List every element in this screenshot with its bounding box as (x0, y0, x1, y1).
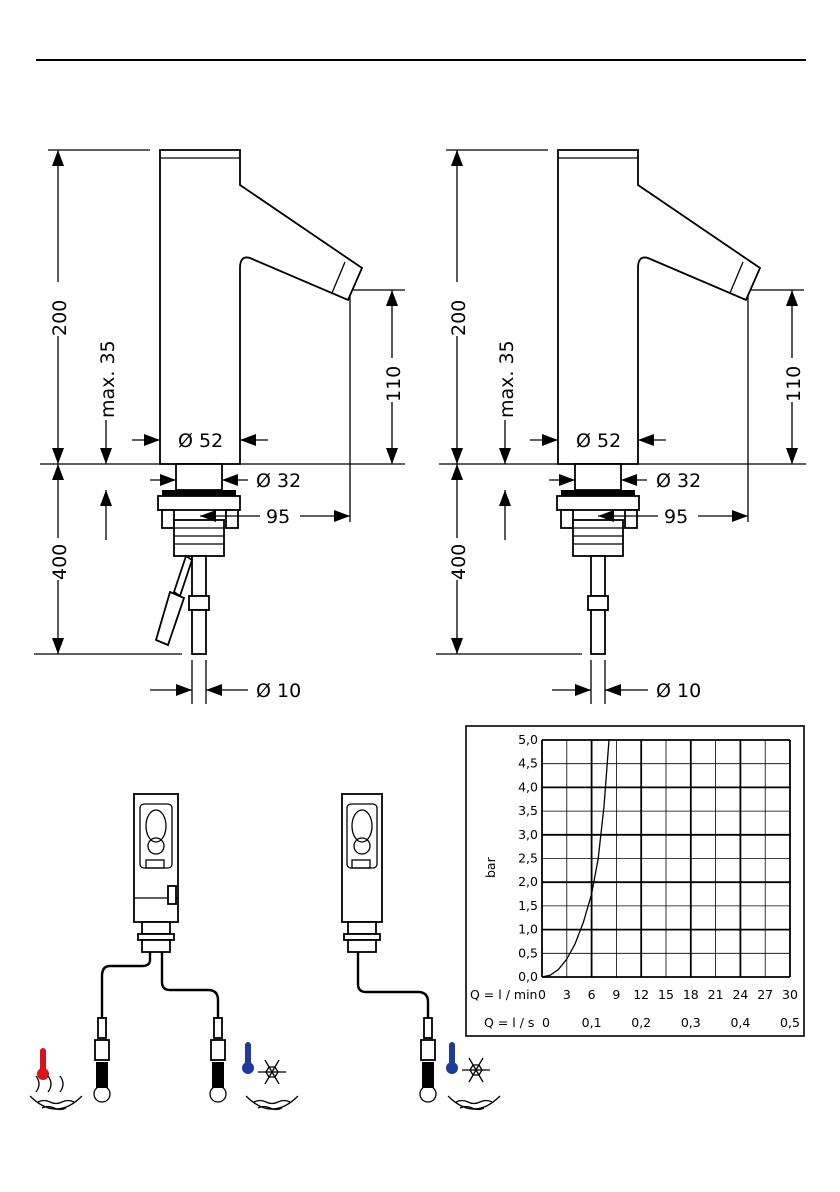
chart-x-axis-label-lmin: Q = l / min (470, 987, 537, 1002)
right-length-400-label: 400 (448, 544, 470, 580)
chart-x-tick-label-lmin: 21 (708, 987, 724, 1002)
left-height-200-label: 200 (49, 300, 71, 336)
chart-y-tick-label: 5,0 (518, 732, 538, 747)
right-max-35-label: max. 35 (496, 340, 518, 418)
chart-y-tick-label: 0,5 (518, 945, 538, 960)
right-diameter-52-label: Ø 52 (576, 430, 621, 452)
dual-connection-sketch (30, 794, 298, 1110)
right-height-200-label: 200 (448, 300, 470, 336)
chart-y-axis-label: bar (483, 856, 498, 878)
left-length-400-label: 400 (49, 544, 71, 580)
basin-cold-icon-right (448, 1096, 500, 1109)
chart-x-tick-label-lmin: 12 (633, 987, 649, 1002)
chart-x-tick-label-lmin: 9 (612, 987, 620, 1002)
chart-x-tick-label-lmin: 15 (658, 987, 674, 1002)
chart-x-tick-label-ls: 0,1 (582, 1015, 602, 1030)
snowflake-icon-right (462, 1058, 490, 1082)
chart-x-tick-label-ls: 0,3 (681, 1015, 701, 1030)
chart-y-tick-label: 4,0 (518, 779, 538, 794)
chart-x-tick-label-ls: 0,4 (730, 1015, 750, 1030)
right-reach-95-label: 95 (664, 506, 688, 528)
left-max-35-label: max. 35 (97, 340, 119, 418)
chart-x-tick-label-lmin: 30 (782, 987, 798, 1002)
chart-x-tick-label-lmin: 18 (683, 987, 699, 1002)
right-spout-110-label: 110 (783, 366, 805, 402)
snowflake-icon-left (258, 1060, 286, 1084)
chart-y-tick-label: 3,5 (518, 803, 538, 818)
chart-x-tick-label-lmin: 24 (732, 987, 748, 1002)
chart-y-tick-label: 2,0 (518, 874, 538, 889)
right-diameter-10-label: Ø 10 (656, 680, 701, 702)
right-diameter-32-label: Ø 32 (656, 470, 701, 492)
chart-y-tick-label: 1,0 (518, 922, 538, 937)
chart-x-tick-label-lmin: 0 (538, 987, 546, 1002)
chart-x-tick-label-lmin: 27 (757, 987, 773, 1002)
chart-y-tick-label: 0,0 (518, 969, 538, 984)
left-diameter-32-label: Ø 32 (256, 470, 301, 492)
left-reach-95-label: 95 (266, 506, 290, 528)
chart-x-tick-label-ls: 0 (542, 1015, 550, 1030)
right-faucet-drawing: 200 max. 35 Ø 52 Ø 32 110 95 400 (436, 150, 806, 704)
chart-y-tick-label: 2,5 (518, 851, 538, 866)
left-faucet-drawing: 200 max. 35 Ø 52 Ø 32 110 95 (34, 150, 405, 704)
chart-x-tick-label-ls: 0,2 (631, 1015, 651, 1030)
left-faucet-body (160, 150, 362, 464)
basin-hot-icon (30, 1096, 82, 1109)
left-spout-110-label: 110 (383, 366, 405, 402)
chart-x-tick-label-ls: 0,5 (780, 1015, 800, 1030)
chart-x-axis-label-ls: Q = l / s (484, 1015, 534, 1030)
chart-x-tick-label-lmin: 3 (563, 987, 571, 1002)
right-faucet-body (558, 150, 760, 464)
chart-y-tick-label: 3,0 (518, 827, 538, 842)
chart-y-tick-label: 4,5 (518, 756, 538, 771)
left-thread (176, 464, 222, 490)
left-diameter-10-label: Ø 10 (256, 680, 301, 702)
right-thread (575, 464, 621, 490)
left-diameter-52-label: Ø 52 (178, 430, 223, 452)
chart-y-tick-label: 1,5 (518, 898, 538, 913)
basin-cold-icon-left (246, 1096, 298, 1109)
chart-x-tick-label-lmin: 6 (588, 987, 596, 1002)
